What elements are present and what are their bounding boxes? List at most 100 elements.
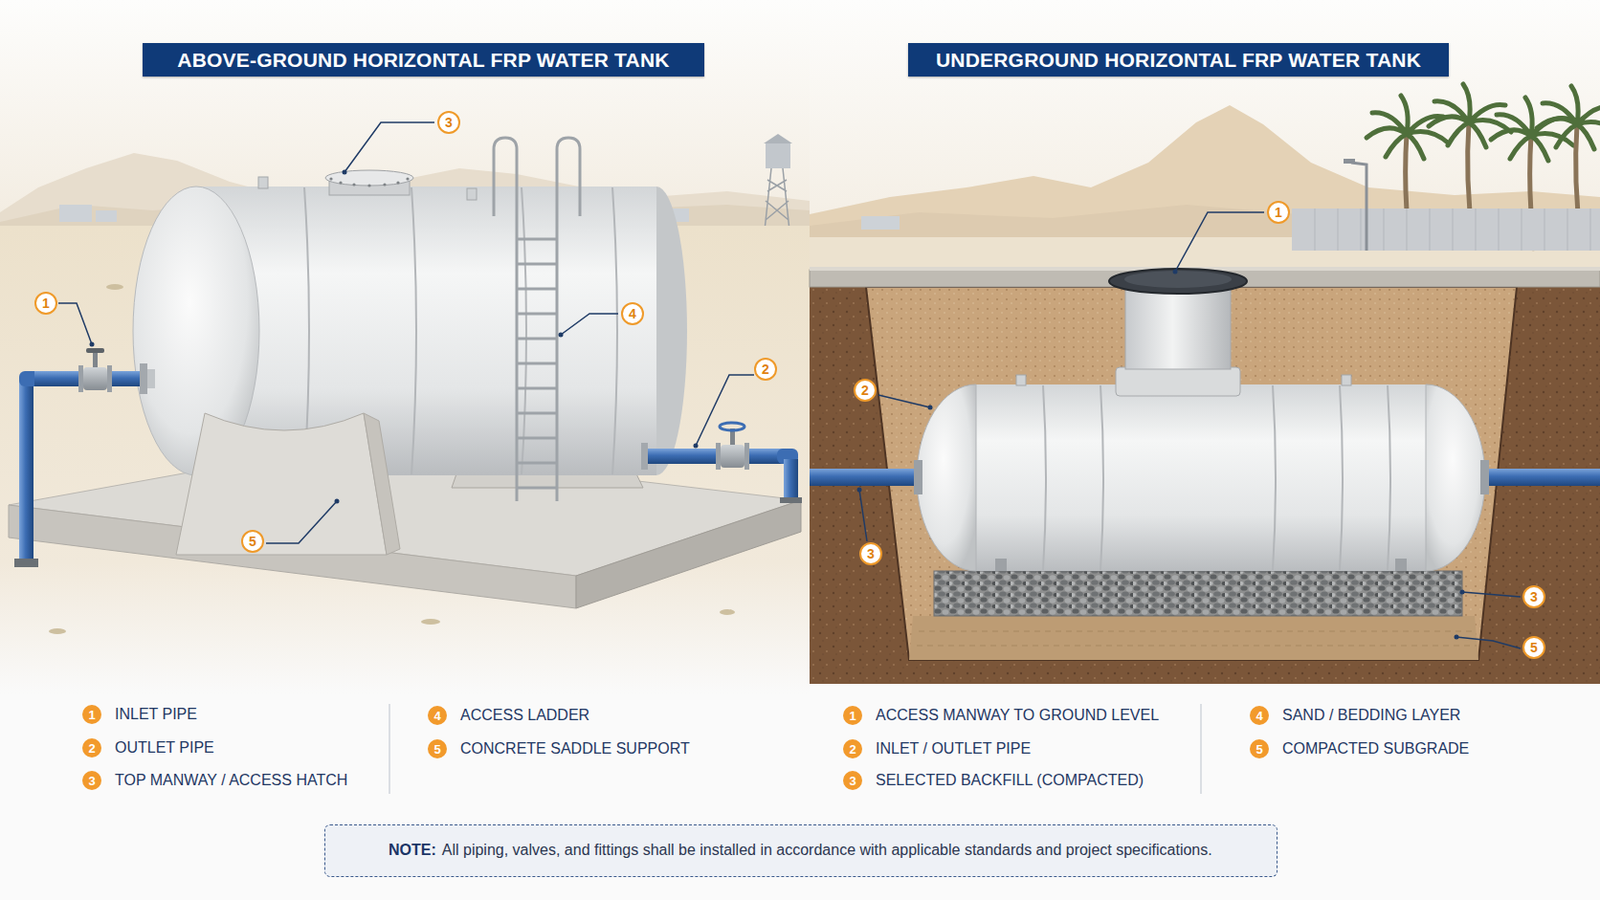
legend-number: 3 bbox=[82, 771, 102, 791]
outlet-pipe bbox=[719, 422, 745, 431]
divider-line bbox=[389, 704, 1201, 795]
callout-number: 4 bbox=[621, 302, 645, 326]
underground-section bbox=[809, 266, 1600, 685]
inlet-pipe bbox=[83, 367, 108, 391]
underground-tank bbox=[976, 384, 1426, 572]
desert-background bbox=[59, 204, 92, 223]
underground-tank bbox=[1124, 270, 1232, 289]
underground-tank bbox=[1109, 268, 1247, 294]
manway bbox=[405, 177, 409, 180]
leader-dot bbox=[1454, 635, 1460, 641]
leader-line bbox=[859, 489, 867, 542]
manway bbox=[329, 177, 333, 180]
access-ladder bbox=[556, 137, 580, 502]
leader-dot bbox=[1173, 269, 1178, 275]
manway bbox=[367, 183, 371, 187]
legend-label: SELECTED BACKFILL (COMPACTED) bbox=[875, 772, 1144, 789]
access-ladder bbox=[493, 137, 517, 502]
inlet-pipe bbox=[147, 369, 156, 389]
outlet-pipe bbox=[715, 443, 721, 470]
title-band: ABOVE-GROUND HORIZONTAL FRP WATER TANK bbox=[142, 43, 705, 77]
inlet-pipe bbox=[139, 363, 148, 395]
underground-tank bbox=[1395, 558, 1407, 572]
leader-dot bbox=[558, 333, 564, 338]
leader-line bbox=[58, 303, 92, 345]
title-band: UNDERGROUND HORIZONTAL FRP WATER TANK bbox=[908, 43, 1449, 77]
desert-background bbox=[809, 0, 1600, 278]
outlet-pipe bbox=[720, 444, 745, 468]
leader-line bbox=[266, 501, 337, 544]
legend-number-text: 3 bbox=[848, 775, 856, 788]
callout-number: 3 bbox=[1522, 585, 1546, 609]
leader-line bbox=[1456, 637, 1521, 649]
underground-section bbox=[809, 275, 1600, 685]
desert-background bbox=[861, 216, 900, 230]
access-ladder bbox=[493, 137, 580, 502]
underground-tank bbox=[1016, 375, 1026, 386]
above-ground-tank bbox=[258, 177, 268, 189]
underground-tank bbox=[809, 468, 917, 487]
inlet-pipe bbox=[14, 558, 39, 568]
legend-text: CONCRETE SADDLE SUPPORT bbox=[460, 739, 690, 759]
outlet-pipe bbox=[783, 459, 799, 502]
desert-background bbox=[719, 609, 735, 616]
inlet-pipe bbox=[14, 348, 156, 568]
leader-line bbox=[560, 313, 619, 335]
callout-number: 2 bbox=[853, 378, 877, 402]
desert-background bbox=[763, 133, 793, 144]
callout-number: 1 bbox=[34, 291, 58, 315]
above-ground-tank bbox=[466, 188, 477, 200]
legend-number: 3 bbox=[843, 771, 863, 791]
legend-label: INLET PIPE bbox=[114, 706, 198, 723]
callout-text: 3 bbox=[866, 547, 875, 561]
callout-text: 5 bbox=[248, 534, 257, 549]
manway bbox=[325, 170, 414, 186]
legend-number: 4 bbox=[427, 706, 447, 726]
underground-tank bbox=[809, 268, 1600, 572]
leader-line bbox=[344, 122, 435, 173]
desert-background bbox=[95, 210, 117, 223]
manway bbox=[325, 170, 414, 196]
outlet-pipe bbox=[779, 497, 802, 504]
concrete-saddle bbox=[176, 413, 387, 556]
desert-background bbox=[1314, 208, 1591, 251]
manway bbox=[329, 177, 409, 187]
callout-text: 3 bbox=[444, 115, 453, 130]
callout-text: 5 bbox=[1530, 641, 1538, 655]
outlet-pipe bbox=[641, 448, 787, 465]
legend-label: INLET / OUTLET PIPE bbox=[875, 740, 1031, 757]
underground-tank bbox=[1043, 385, 1391, 571]
legend-number-text: 4 bbox=[1255, 710, 1263, 723]
note-text: All piping, valves, and fittings shall b… bbox=[442, 842, 1213, 859]
manway bbox=[382, 182, 386, 186]
manway bbox=[338, 180, 342, 184]
legend-number-text: 5 bbox=[1255, 743, 1263, 756]
desert-background bbox=[1343, 158, 1356, 164]
underground-tank bbox=[1488, 468, 1600, 487]
leader-line bbox=[878, 395, 931, 408]
concrete-saddle bbox=[363, 413, 400, 556]
leader-dot bbox=[857, 488, 863, 493]
legend-label: CONCRETE SADDLE SUPPORT bbox=[460, 740, 690, 757]
callout-number: 5 bbox=[1522, 636, 1546, 660]
callout-text: 4 bbox=[628, 307, 637, 321]
legend-text: TOP MANWAY / ACCESS HATCH bbox=[114, 771, 348, 791]
callout-text: 1 bbox=[1274, 205, 1283, 220]
legend-label: ACCESS MANWAY TO GROUND LEVEL bbox=[875, 707, 1159, 724]
callout-text: 2 bbox=[861, 383, 869, 398]
underground-tank bbox=[995, 558, 1007, 572]
outlet-pipe bbox=[641, 443, 648, 470]
note-heading: NOTE: bbox=[388, 842, 437, 859]
note-box: NOTE: All piping, valves, and fittings sh… bbox=[324, 824, 1278, 878]
legend-number: 2 bbox=[82, 738, 102, 758]
outlet-pipe bbox=[641, 422, 802, 504]
legend-text: OUTLET PIPE bbox=[114, 738, 215, 758]
callout-number: 3 bbox=[859, 542, 883, 566]
legend-label: SAND / BEDDING LAYER bbox=[1282, 707, 1461, 724]
legend-number: 4 bbox=[1249, 706, 1269, 726]
title-text: ABOVE-GROUND HORIZONTAL FRP WATER TANK bbox=[177, 48, 669, 72]
leader-dot bbox=[89, 342, 95, 348]
